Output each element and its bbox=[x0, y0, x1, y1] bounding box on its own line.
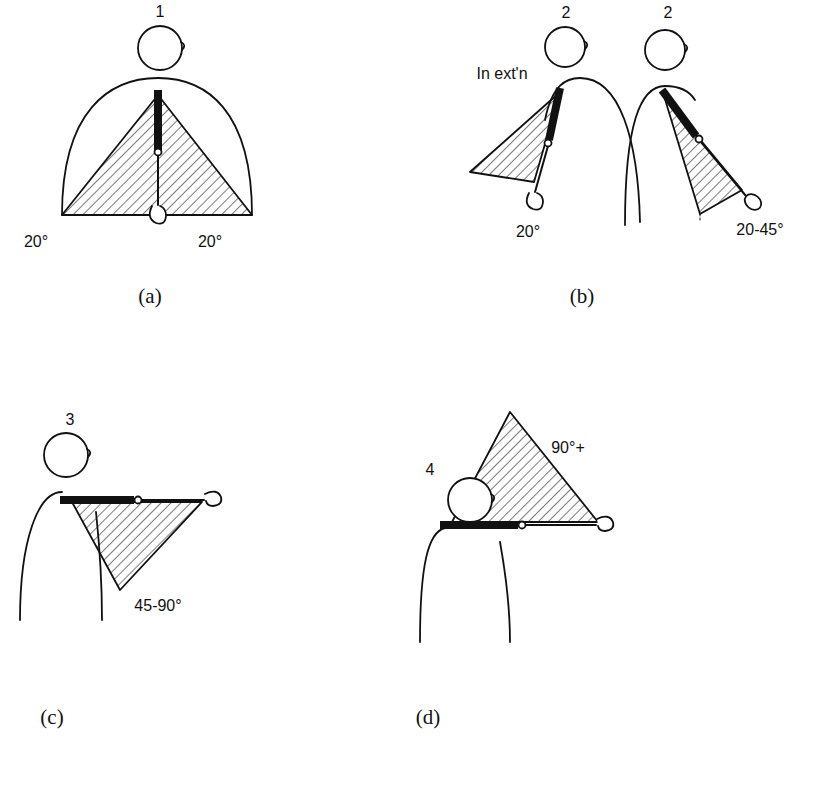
upper-arm bbox=[662, 90, 696, 136]
angle-label: 20° bbox=[24, 233, 48, 251]
angle-label: 20-45° bbox=[736, 221, 783, 239]
body-outline bbox=[20, 492, 62, 620]
elbow-joint bbox=[155, 149, 162, 156]
hand bbox=[205, 492, 221, 506]
figure-number: 1 bbox=[156, 3, 165, 21]
forearm bbox=[526, 524, 596, 526]
head bbox=[448, 478, 492, 522]
tick bbox=[700, 214, 701, 222]
forearm bbox=[701, 142, 746, 196]
body-outline bbox=[62, 78, 252, 215]
figure-number: 2 bbox=[664, 4, 673, 22]
upper-arm bbox=[154, 90, 162, 150]
nose bbox=[87, 449, 90, 457]
head bbox=[44, 433, 88, 477]
angle-label: 45-90° bbox=[134, 597, 181, 615]
upper-arm bbox=[549, 88, 560, 140]
hand bbox=[150, 206, 166, 224]
panel-caption: (d) bbox=[416, 706, 441, 729]
elbow-joint bbox=[519, 522, 526, 529]
figure-number: 4 bbox=[426, 461, 435, 479]
position-note: In ext'n bbox=[476, 65, 527, 83]
body-outline bbox=[420, 528, 445, 642]
forearm bbox=[142, 499, 204, 501]
nose bbox=[684, 44, 687, 52]
panel-caption: (c) bbox=[40, 706, 63, 729]
nose bbox=[584, 41, 587, 49]
hand bbox=[527, 193, 543, 210]
angle-label: 90°+ bbox=[551, 439, 585, 457]
forearm bbox=[157, 154, 159, 205]
hand bbox=[742, 191, 765, 213]
angle-label: 20° bbox=[516, 223, 540, 241]
elbow-joint bbox=[135, 497, 142, 504]
nose bbox=[491, 494, 494, 502]
panel-caption: (b) bbox=[570, 285, 595, 308]
hand bbox=[597, 517, 613, 531]
head bbox=[138, 26, 182, 70]
nose bbox=[181, 42, 184, 50]
elbow-joint bbox=[696, 136, 703, 143]
head bbox=[545, 27, 585, 67]
figure-number: 2 bbox=[562, 4, 571, 22]
upper-arm bbox=[60, 496, 134, 504]
body-outline bbox=[500, 542, 510, 642]
figure-number: 3 bbox=[66, 411, 75, 429]
elbow-joint bbox=[545, 140, 552, 147]
range-triangle bbox=[72, 502, 202, 590]
upper-arm bbox=[440, 521, 518, 529]
panel-caption: (a) bbox=[138, 285, 161, 308]
head bbox=[645, 30, 685, 70]
forearm bbox=[535, 146, 548, 192]
angle-label: 20° bbox=[198, 233, 222, 251]
